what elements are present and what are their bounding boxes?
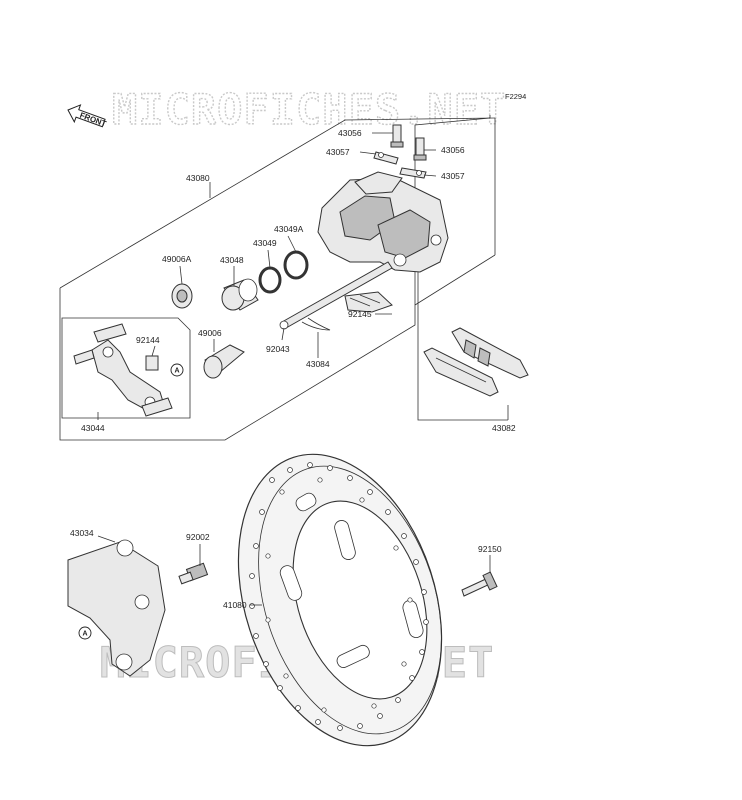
figure-code: F2294 — [505, 92, 526, 101]
bracket-frame — [61, 317, 191, 419]
bleeder-valve-43056b — [413, 137, 427, 161]
label-43049: 43049 — [253, 238, 277, 248]
label-43034: 43034 — [70, 528, 94, 538]
label-43084: 43084 — [306, 359, 330, 369]
label-43056-right: 43056 — [441, 145, 465, 155]
label-43057-left: 43057 — [326, 147, 350, 157]
label-92145: 92145 — [348, 309, 372, 319]
label-49006a: 49006A — [162, 254, 192, 264]
spring-92145 — [344, 291, 393, 313]
label-43056-top: 43056 — [338, 128, 362, 138]
pin-92043 — [279, 261, 393, 330]
bracket-43034 — [67, 539, 166, 677]
label-43049a: 43049A — [274, 224, 304, 234]
boot-49006a — [171, 283, 193, 309]
label-43044: 43044 — [81, 423, 105, 433]
bracket-43044 — [73, 323, 173, 417]
seal-43049a — [283, 250, 309, 280]
svg-text:A: A — [175, 368, 180, 375]
front-label: FRONT — [79, 111, 108, 129]
label-92144: 92144 — [136, 335, 160, 345]
label-43080: 43080 — [186, 173, 210, 183]
seal-43049 — [258, 266, 282, 294]
clip-43084 — [301, 317, 331, 331]
label-92150: 92150 — [478, 544, 502, 554]
cap-43057b — [399, 167, 427, 179]
label-49006: 49006 — [198, 328, 222, 338]
watermark-top: MICROFICHES.NET — [112, 85, 506, 134]
piston-43048 — [221, 278, 259, 311]
label-43082: 43082 — [492, 423, 516, 433]
brake-disc-41080 — [237, 453, 443, 747]
boot-49006 — [203, 344, 245, 379]
pin-92144 — [145, 355, 159, 371]
caliper-body — [317, 171, 449, 273]
bleeder-valve-43056a — [390, 124, 404, 148]
front-arrow-icon: FRONT — [67, 104, 108, 129]
leader-lines — [97, 132, 509, 606]
bolt-92150 — [461, 571, 498, 597]
reference-mark-a-upper: A — [170, 363, 184, 377]
cap-43057a — [373, 151, 399, 165]
reference-mark-a-lower: A — [78, 626, 92, 640]
label-41080: 41080 — [223, 600, 247, 610]
label-92043: 92043 — [266, 344, 290, 354]
svg-text:A: A — [83, 631, 88, 638]
brake-pads-43082 — [423, 327, 529, 397]
caliper-assembly-frame — [59, 115, 496, 441]
label-43057-right: 43057 — [441, 171, 465, 181]
label-92002: 92002 — [186, 532, 210, 542]
bolt-92002 — [178, 562, 209, 585]
label-43048: 43048 — [220, 255, 244, 265]
